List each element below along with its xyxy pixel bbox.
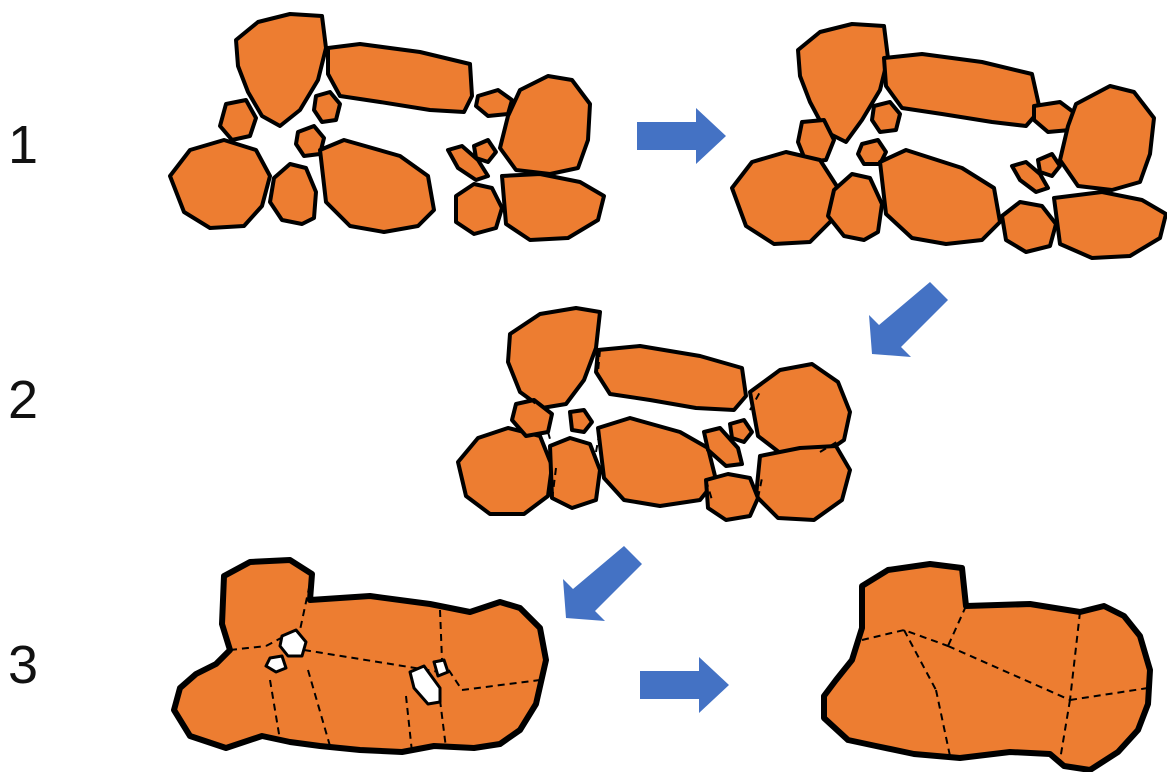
arrow-down-left-icon (869, 282, 948, 357)
panel-fully-dense (824, 564, 1150, 770)
particle (458, 428, 552, 514)
particle (1054, 192, 1166, 258)
particle (1002, 202, 1056, 252)
particle (314, 92, 340, 122)
particle (500, 76, 590, 174)
particle (596, 346, 746, 410)
particle (550, 438, 600, 508)
particle (570, 410, 592, 432)
particle (1038, 154, 1060, 176)
panel-neck-formation (732, 24, 1166, 258)
pore (434, 660, 448, 676)
particle (756, 446, 850, 520)
particle (732, 152, 838, 244)
particle (328, 44, 472, 112)
panel-intermediate-stage (458, 308, 850, 520)
particle (456, 184, 502, 234)
particle (476, 90, 512, 116)
arrow-right-icon (640, 657, 729, 713)
panel-final-stage-pores (174, 560, 546, 752)
particle (320, 140, 434, 232)
particle (730, 420, 752, 442)
particle (880, 150, 1000, 244)
particle (270, 164, 316, 224)
panel-loose-particles (170, 14, 604, 240)
particle (474, 140, 496, 162)
particle (1060, 86, 1154, 190)
particle (598, 418, 716, 506)
arrow-down-left-icon (563, 546, 642, 621)
arrow-right-icon (637, 108, 726, 164)
particle (884, 54, 1040, 126)
particle (220, 100, 256, 140)
particle (170, 140, 270, 228)
particle (872, 102, 900, 132)
particle (706, 474, 758, 520)
particle (502, 174, 604, 240)
